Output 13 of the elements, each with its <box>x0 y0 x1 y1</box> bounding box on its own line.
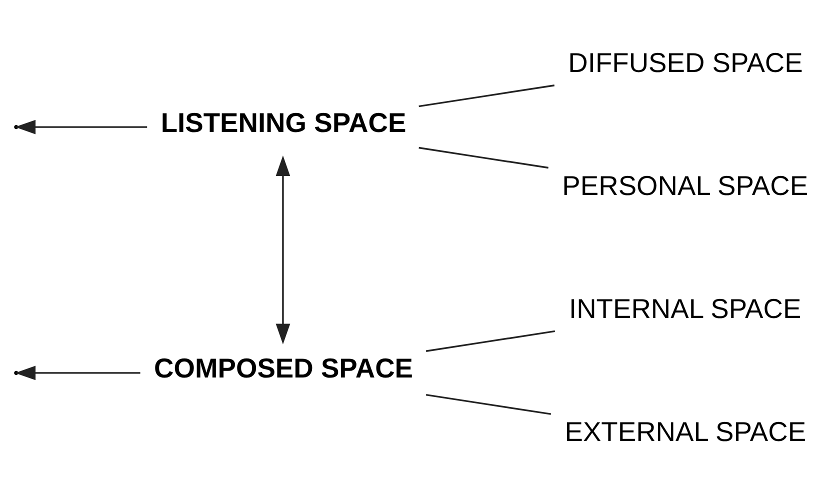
node-text: PERSONAL SPACE <box>562 170 808 201</box>
node-text: LISTENING SPACE <box>160 106 406 138</box>
arrow <box>15 119 148 134</box>
connector <box>418 146 548 168</box>
connector <box>426 330 556 352</box>
node-text: DIFFUSED SPACE <box>568 46 803 78</box>
node-text: INTERNAL SPACE <box>569 292 802 324</box>
connector <box>418 84 555 107</box>
connector <box>426 393 552 414</box>
arrow <box>276 154 290 344</box>
node-text: EXTERNAL SPACE <box>564 415 806 446</box>
node-text: COMPOSED SPACE <box>154 352 414 384</box>
arrow <box>15 365 140 380</box>
